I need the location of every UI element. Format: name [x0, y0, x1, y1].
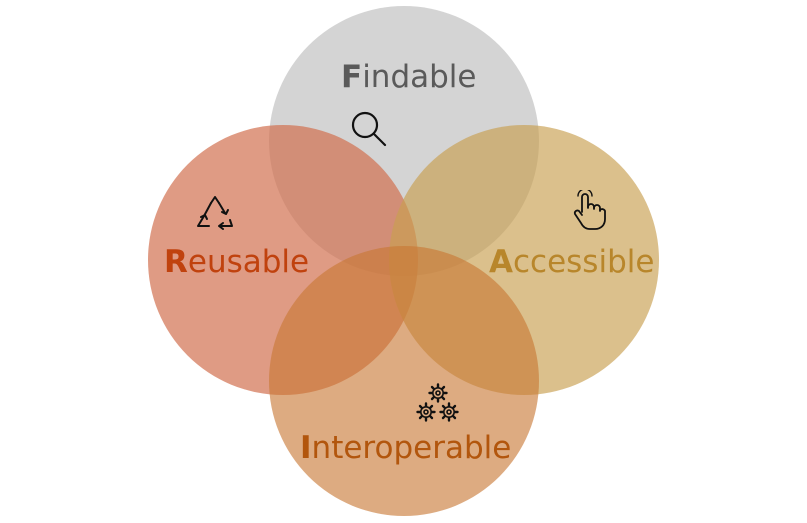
reusable-rest: eusable	[187, 244, 310, 280]
accessible-rest: ccessible	[513, 244, 655, 280]
findable-initial: F	[341, 59, 363, 95]
interoperable-rest: nteroperable	[311, 430, 512, 466]
accessible-initial: A	[489, 244, 513, 280]
findable-rest: indable	[362, 59, 477, 95]
findable-label: Findable	[341, 62, 477, 93]
interoperable-initial: I	[300, 430, 312, 466]
search-icon	[348, 108, 390, 150]
hand-pointer-icon	[568, 190, 610, 232]
recycle-icon	[194, 193, 236, 235]
accessible-label: Accessible	[489, 247, 654, 278]
reusable-initial: R	[164, 244, 188, 280]
gears-icon	[414, 382, 462, 426]
interoperable-circle	[269, 246, 539, 516]
reusable-label: Reusable	[164, 247, 309, 278]
interoperable-label: Interoperable	[300, 433, 511, 464]
